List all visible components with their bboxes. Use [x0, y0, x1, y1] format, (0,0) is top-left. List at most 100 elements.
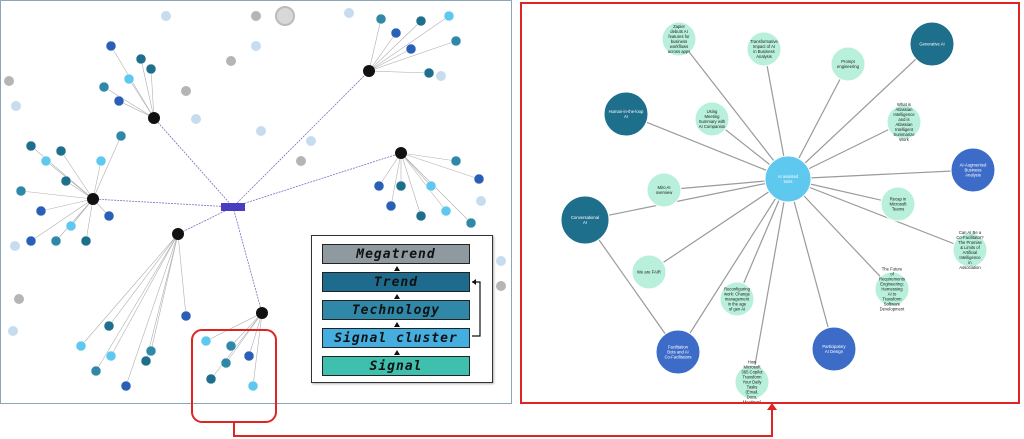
node-n13[interactable]: We are FAIR [631, 254, 667, 290]
overview-trend-node-0[interactable] [148, 112, 160, 124]
overview-node-3-4[interactable] [450, 35, 462, 47]
node-n11-circle [560, 195, 610, 245]
overview-node-5-0[interactable] [103, 320, 115, 332]
overview-node-0-1[interactable] [135, 53, 147, 65]
overview-node-4-5[interactable] [415, 210, 427, 222]
overview-node-0-3[interactable] [98, 81, 110, 93]
overview-node-5-2[interactable] [90, 365, 102, 377]
overview-node-4-8[interactable] [385, 200, 397, 212]
overview-node-4-6[interactable] [440, 205, 452, 217]
overview-node-1-3[interactable] [35, 205, 47, 217]
overview-node-1-7[interactable] [25, 235, 37, 247]
overview-node-3-0[interactable] [375, 13, 387, 25]
overview-trend-node-4[interactable] [363, 65, 375, 77]
overview-node-5-3[interactable] [120, 380, 132, 392]
overview-node-4-3[interactable] [450, 155, 462, 167]
overview-node-3-2[interactable] [415, 15, 427, 27]
overview-node-3-6[interactable] [423, 67, 435, 79]
overview-node-4-4[interactable] [473, 173, 485, 185]
overview-trend-node-5[interactable] [395, 147, 407, 159]
overview-edge-1-0 [30, 145, 94, 200]
overview-edge-4-4 [400, 152, 480, 180]
node-n16-circle [655, 329, 701, 375]
overview-node-0-2[interactable] [123, 73, 135, 85]
overview-edge-main-0 [153, 117, 234, 208]
overview-trend-node-2[interactable] [172, 228, 184, 240]
overview-node-2-5[interactable] [220, 357, 232, 369]
overview-node-1-6[interactable] [50, 235, 62, 247]
overview-faint-node-4 [344, 8, 354, 18]
overview-node-1-5[interactable] [65, 220, 77, 232]
loop-arrow-icon [472, 279, 481, 337]
overview-node-1-11[interactable] [103, 210, 115, 222]
overview-node-1-12[interactable] [55, 145, 67, 157]
overview-node-5-7[interactable] [180, 310, 192, 322]
arrow-up-icon [394, 294, 400, 299]
overview-edge-1-2 [20, 190, 94, 200]
overview-node-5-6[interactable] [145, 345, 157, 357]
overview-node-2-4[interactable] [247, 380, 259, 392]
overview-node-5-4[interactable] [140, 355, 152, 367]
edge-hub-n1 [678, 38, 789, 180]
overview-node-4-1[interactable] [395, 180, 407, 192]
node-n12-circle [952, 232, 988, 268]
node-n15-circle [874, 271, 910, 307]
overview-node-1-8[interactable] [80, 235, 92, 247]
overview-megatrend-node[interactable] [221, 203, 245, 211]
node-n7-circle [886, 104, 922, 140]
overview-node-0-5[interactable] [145, 63, 157, 75]
overview-edge-4-2 [400, 152, 432, 187]
legend-technology: Technology [322, 300, 470, 320]
overview-node-5-1[interactable] [75, 340, 87, 352]
overview-node-2-1[interactable] [225, 340, 237, 352]
overview-node-5-5[interactable] [105, 350, 117, 362]
overview-node-3-5[interactable] [405, 43, 417, 55]
overview-node-4-0[interactable] [373, 180, 385, 192]
overview-node-4-2[interactable] [425, 180, 437, 192]
overview-faint-node-6 [181, 86, 191, 96]
overview-node-0-4[interactable] [113, 95, 125, 107]
overview-node-1-1[interactable] [40, 155, 52, 167]
overview-node-1-0[interactable] [25, 140, 37, 152]
overview-node-1-2[interactable] [15, 185, 27, 197]
overview-node-1-10[interactable] [115, 130, 127, 142]
edge-hub-n5 [625, 113, 789, 180]
overview-node-2-3[interactable] [205, 373, 217, 385]
overview-faint-node-18 [226, 56, 236, 66]
overview-node-4-7[interactable] [465, 217, 477, 229]
overview-edge-5-6 [150, 233, 179, 352]
overview-node-1-4[interactable] [60, 175, 72, 187]
overview-node-2-2[interactable] [243, 350, 255, 362]
overview-node-3-1[interactable] [390, 27, 402, 39]
overview-trend-node-3[interactable] [256, 307, 268, 319]
overview-node-1-9[interactable] [95, 155, 107, 167]
node-n4[interactable]: Generative AI [909, 21, 955, 67]
overview-node-3-3[interactable] [443, 10, 455, 22]
overview-node-2-0[interactable] [200, 335, 212, 347]
overview-edge-3-2 [368, 20, 422, 72]
overview-trend-node-1[interactable] [87, 193, 99, 205]
overview-node-0-0[interactable] [105, 40, 117, 52]
